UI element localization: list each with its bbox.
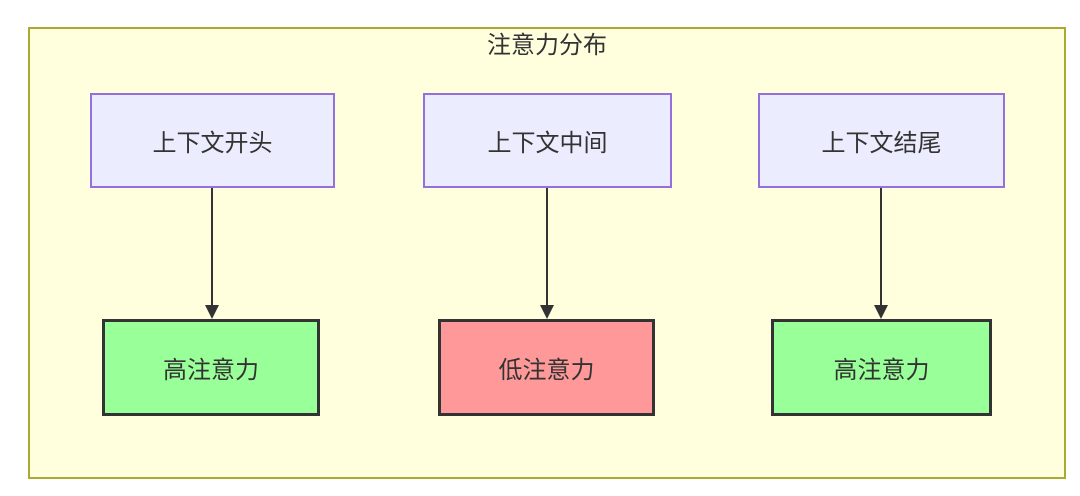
node-high-attention-2: 高注意力 <box>771 319 992 416</box>
node-context-start: 上下文开头 <box>90 93 335 188</box>
node-context-middle-label: 上下文中间 <box>487 130 608 157</box>
node-context-end-label: 上下文结尾 <box>821 130 942 157</box>
node-low-attention-label: 低注意力 <box>498 357 595 384</box>
edge-middle-to-result <box>540 188 554 319</box>
node-high-attention-1-label: 高注意力 <box>163 357 259 384</box>
node-high-attention-2-label: 高注意力 <box>833 357 930 384</box>
node-context-middle: 上下文中间 <box>423 93 672 188</box>
node-context-end: 上下文结尾 <box>758 93 1005 188</box>
arrowhead-down-icon <box>540 305 554 319</box>
arrowhead-down-icon <box>205 305 219 319</box>
arrowhead-down-icon <box>874 305 888 319</box>
diagram-title: 注意力分布 <box>487 32 607 59</box>
edge-line <box>546 188 548 305</box>
edge-start-to-result <box>205 188 219 319</box>
node-context-start-label: 上下文开头 <box>152 130 273 157</box>
edge-line <box>211 188 213 305</box>
node-low-attention: 低注意力 <box>438 319 655 416</box>
edge-end-to-result <box>874 188 888 319</box>
node-high-attention-1: 高注意力 <box>102 319 320 416</box>
edge-line <box>880 188 882 305</box>
